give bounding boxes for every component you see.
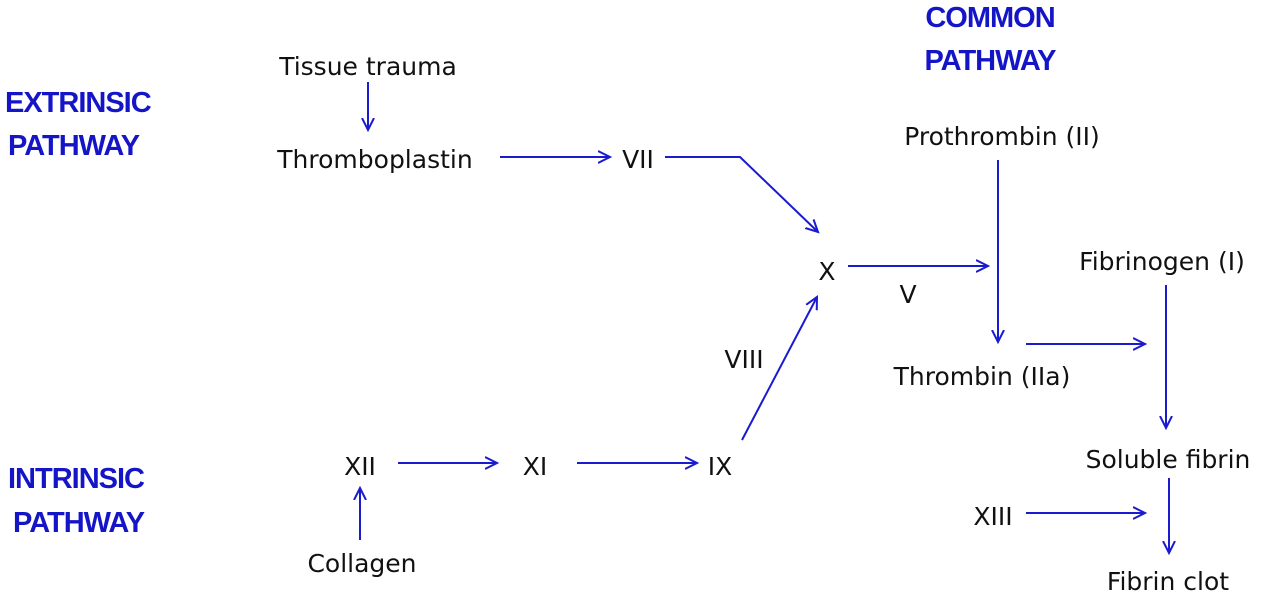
- node-ix: IX: [708, 452, 733, 481]
- node-viii: VIII: [724, 345, 763, 374]
- arrow-ix-to-x: [741, 297, 817, 441]
- node-prothrombin: Prothrombin (II): [904, 122, 1100, 151]
- intrinsic-heading-line2: PATHWAY: [13, 507, 145, 539]
- common-heading-line1: COMMON: [925, 2, 1054, 34]
- node-fibrinogen: Fibrinogen (I): [1079, 247, 1245, 276]
- node-xiii: XIII: [973, 502, 1012, 531]
- extrinsic-heading-line2: PATHWAY: [8, 130, 140, 162]
- node-thrombin: Thrombin (IIa): [893, 362, 1071, 391]
- node-collagen: Collagen: [307, 549, 416, 578]
- intrinsic-heading-line1: INTRINSIC: [8, 463, 145, 495]
- node-xii: XII: [344, 452, 376, 481]
- extrinsic-heading-line1: EXTRINSIC: [5, 87, 152, 119]
- node-soluble-fibrin: Soluble fibrin: [1086, 445, 1251, 474]
- node-fibrin-clot: Fibrin clot: [1107, 567, 1229, 596]
- node-vii: VII: [622, 145, 654, 174]
- node-tissue-trauma: Tissue trauma: [278, 52, 457, 81]
- node-xi: XI: [523, 452, 548, 481]
- arrow-vii-to-x: [665, 156, 818, 232]
- node-thromboplastin: Thromboplastin: [276, 145, 472, 174]
- node-v: V: [899, 280, 916, 309]
- common-heading-line2: PATHWAY: [924, 45, 1056, 77]
- node-x: X: [818, 257, 835, 286]
